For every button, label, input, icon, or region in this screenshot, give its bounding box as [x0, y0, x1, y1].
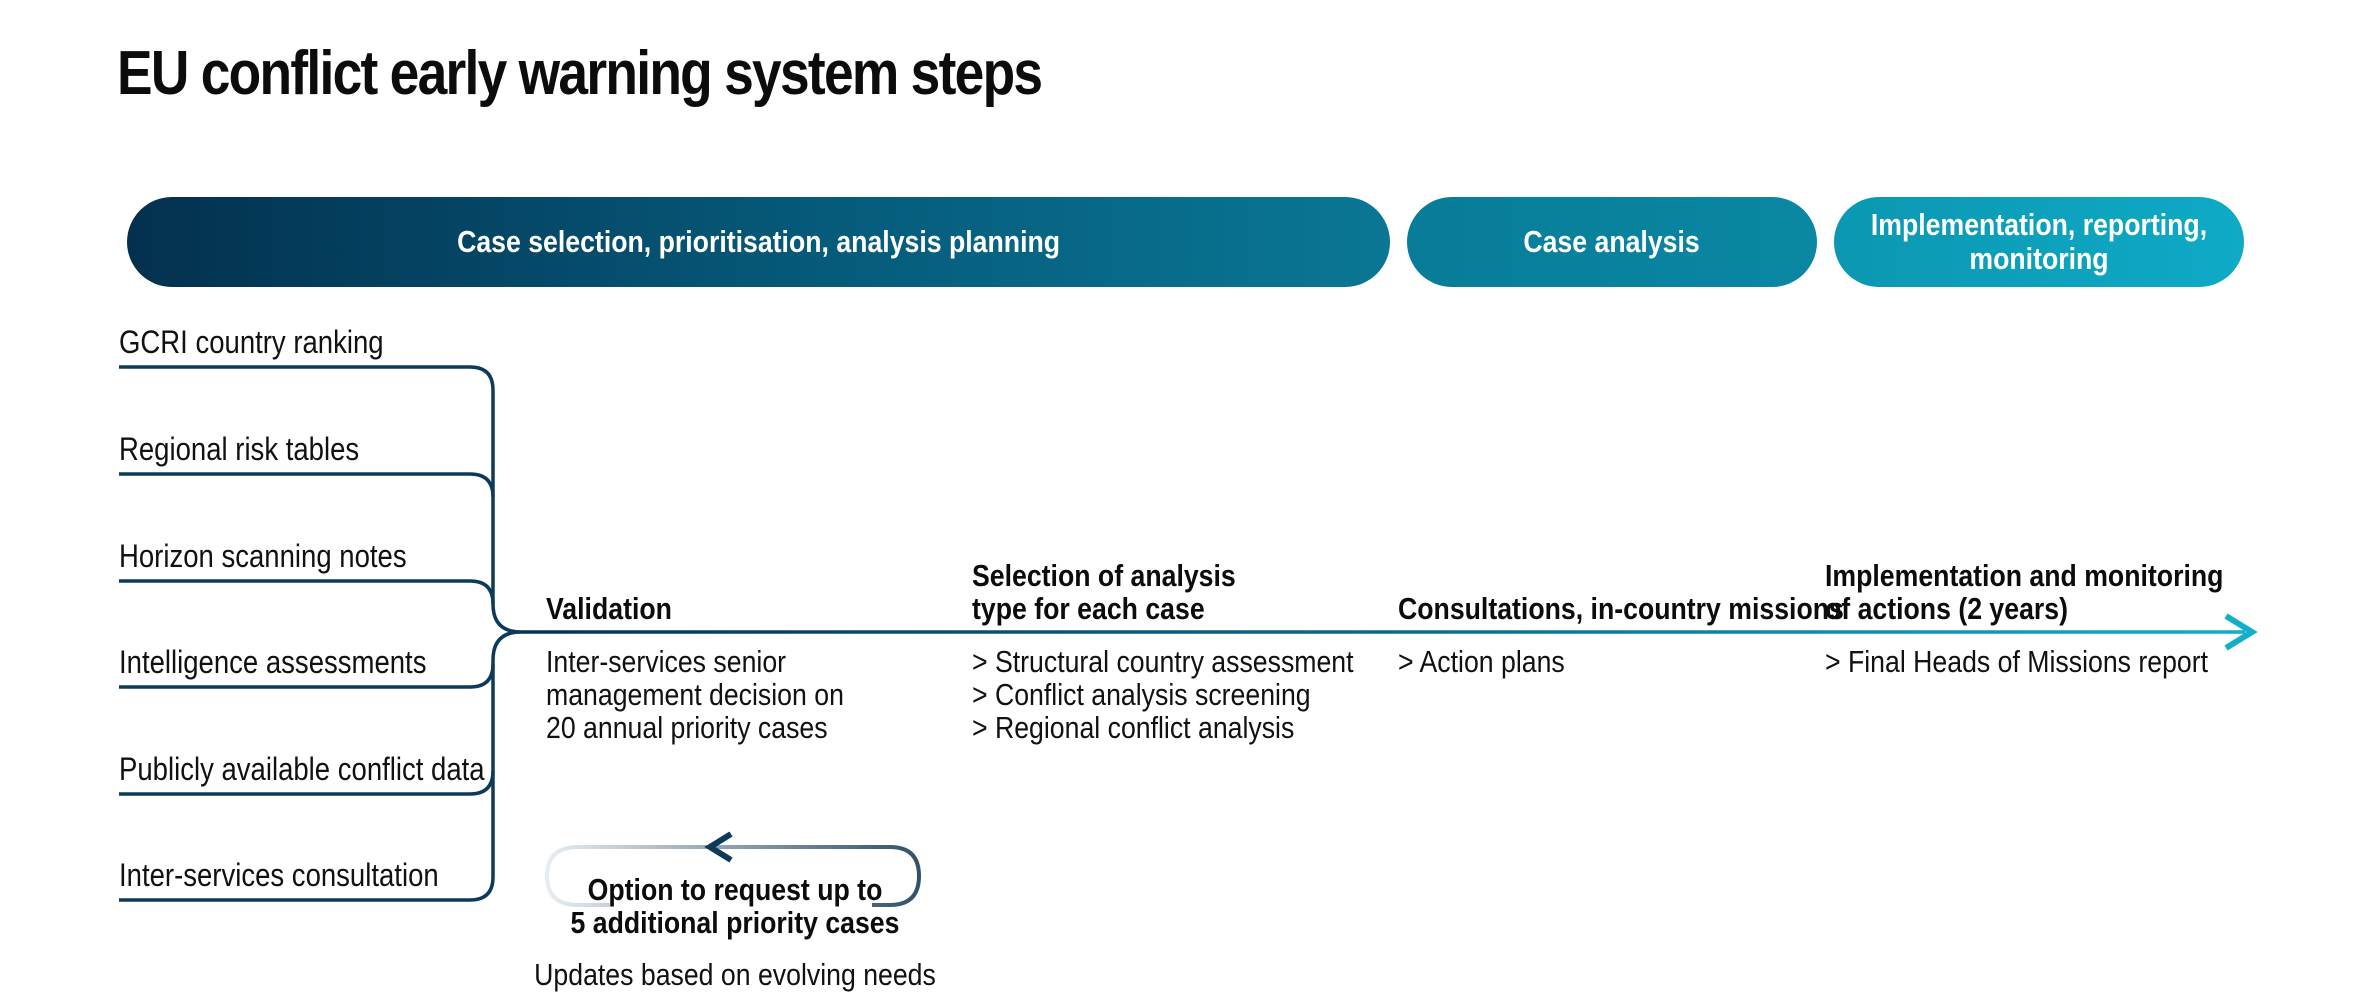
- step-head-line: Implementation and monitoring: [1825, 558, 2224, 593]
- connector-regional: [119, 472, 495, 498]
- connector-interservices: [119, 630, 522, 902]
- phase-label: Implementation, reporting, monitoring: [1870, 207, 2208, 276]
- timeline-arrowhead: [2224, 613, 2258, 651]
- option-line: Option to request up to: [587, 872, 883, 907]
- input-regional-risk-tables: Regional risk tables: [119, 431, 360, 467]
- step-implementation-head: Implementation and monitoring of actions…: [1825, 559, 2223, 625]
- step-body-line: > Structural country assessment: [972, 644, 1354, 679]
- input-horizon-scanning: Horizon scanning notes: [119, 538, 407, 574]
- step-body-line: Inter-services senior: [546, 644, 787, 679]
- step-validation-body: Inter-services senior management decisio…: [546, 645, 844, 744]
- page-title: EU conflict early warning system steps: [117, 39, 1043, 108]
- input-gcri-ranking: GCRI country ranking: [119, 324, 384, 360]
- step-body-line: management decision on: [546, 677, 844, 712]
- phase-case-analysis: Case analysis: [1407, 197, 1817, 287]
- option-loop-arrowhead: [704, 831, 733, 863]
- step-validation-head: Validation: [546, 592, 672, 625]
- step-head-line: type for each case: [972, 591, 1205, 626]
- step-head-line: Validation: [546, 591, 672, 626]
- step-selection-body: > Structural country assessment > Confli…: [972, 645, 1354, 744]
- step-consultations-head: Consultations, in-country missions: [1398, 592, 1844, 625]
- input-public-conflict-data: Publicly available conflict data: [119, 751, 485, 787]
- option-line: 5 additional priority cases: [570, 905, 900, 940]
- connector-horizon: [119, 579, 495, 605]
- step-head-line: of actions (2 years): [1825, 591, 2068, 626]
- step-head-line: Selection of analysis: [972, 558, 1236, 593]
- step-body-line: > Regional conflict analysis: [972, 710, 1295, 745]
- phase-implementation: Implementation, reporting, monitoring: [1834, 197, 2244, 287]
- step-selection-head: Selection of analysis type for each case: [972, 559, 1236, 625]
- step-body-line: > Action plans: [1398, 644, 1565, 679]
- step-body-line: 20 annual priority cases: [546, 710, 828, 745]
- step-body-line: > Conflict analysis screening: [972, 677, 1311, 712]
- input-intelligence-assessments: Intelligence assessments: [119, 644, 427, 680]
- step-consultations-body: > Action plans: [1398, 645, 1565, 678]
- step-body-line: > Final Heads of Missions report: [1825, 644, 2209, 679]
- option-request-text: Option to request up to 5 additional pri…: [533, 873, 937, 939]
- step-head-line: Consultations, in-country missions: [1398, 591, 1844, 626]
- connector-gcri: [119, 365, 522, 634]
- updates-text: Updates based on evolving needs: [534, 957, 936, 992]
- phase-label: Case selection, prioritisation, analysis…: [457, 224, 1060, 259]
- phase-case-selection: Case selection, prioritisation, analysis…: [127, 197, 1390, 287]
- option-loop: [544, 845, 922, 907]
- input-interservices-consultation: Inter-services consultation: [119, 857, 439, 893]
- phase-label: Case analysis: [1523, 224, 1701, 259]
- step-implementation-body: > Final Heads of Missions report: [1825, 645, 2208, 678]
